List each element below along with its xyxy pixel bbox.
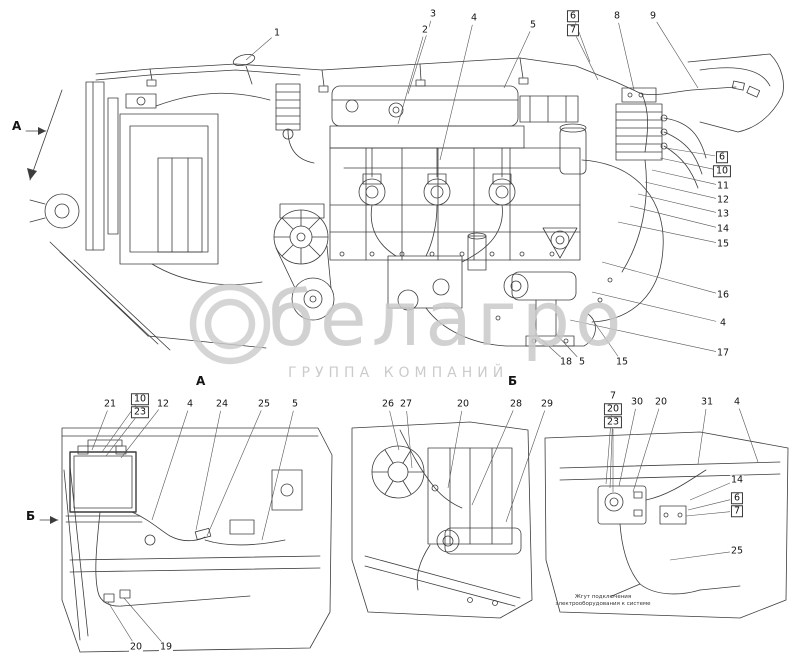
leader-line-1-0: [245, 37, 272, 61]
battery-cables: [95, 511, 286, 607]
starter-and-mount: [503, 159, 664, 347]
section-arrow-a: [25, 89, 63, 181]
caption-line-2: электрооборудования к системе: [555, 601, 651, 608]
leader-line-12-12: [644, 181, 717, 199]
leader-line-13-13: [637, 193, 717, 213]
leader-line-4-17: [591, 291, 717, 322]
caption-line-1: Жгут подключения: [574, 594, 632, 600]
leader-line-23-24: [105, 417, 136, 457]
leader-line-5-29: [261, 410, 294, 541]
leader-line-6-5: [575, 22, 591, 63]
right-fender: [687, 53, 784, 133]
leader-line-20-38: [609, 415, 614, 489]
leader-line-6-9: [665, 147, 716, 157]
air-intake-pipe: [275, 83, 315, 164]
wheel-hub: [29, 193, 80, 229]
detail-caption: Жгут подключения электрооборудования к с…: [555, 594, 651, 609]
leader-line-30-40: [618, 408, 636, 487]
leader-line-7-6: [575, 36, 599, 81]
leader-line-7-46: [685, 511, 731, 517]
leader-line-17-18: [569, 319, 717, 352]
leader-line-4-43: [739, 408, 759, 463]
leader-line-28-35: [471, 410, 514, 506]
compressor-pulley: [273, 203, 335, 321]
detail-view-right-switch: [544, 431, 789, 619]
detail-view-left-battery: [39, 427, 333, 653]
leader-line-19-31: [123, 597, 162, 642]
battery: [69, 439, 137, 513]
leader-line-25-47: [669, 551, 731, 561]
leader-line-29-36: [505, 410, 545, 523]
radiator-and-frame: [85, 81, 271, 285]
leader-line-15-15: [617, 221, 717, 243]
leader-line-14-44: [689, 482, 731, 501]
leader-line-27-33: [406, 410, 413, 469]
section-arrow-b: [39, 516, 59, 524]
wiring-harness-top: [95, 53, 761, 153]
fuel-pump: [370, 204, 503, 311]
leader-line-11-11: [651, 169, 717, 185]
leader-line-5-20: [555, 333, 578, 358]
leader-line-31-42: [697, 408, 707, 465]
leader-line-20-34: [447, 410, 463, 489]
view-arrow-label-b: Б: [26, 509, 36, 523]
leader-line-9-8: [656, 21, 699, 89]
leader-line-26-32: [389, 410, 400, 451]
leader-line-8-7: [618, 22, 635, 91]
starter-wires: [399, 429, 463, 509]
switch-wires: [611, 469, 741, 597]
leader-line-5-4: [503, 31, 531, 89]
leader-line-10-23: [101, 404, 137, 453]
oil-pan: [425, 277, 613, 347]
leader-line-6-45: [687, 499, 731, 511]
disconnect-switch: [597, 485, 647, 525]
starter-motor: [436, 527, 522, 555]
fuel-filter: [559, 123, 587, 175]
leader-line-10-10: [659, 157, 716, 170]
under-main-label-b: Б: [508, 374, 518, 388]
leader-line-3-2: [407, 20, 432, 95]
under-main-label-a: А: [196, 374, 206, 388]
leader-line-25-28: [206, 410, 262, 537]
leader-line-4-26: [151, 410, 189, 521]
leader-line-16-16: [601, 261, 717, 294]
leader-line-20-30: [107, 601, 133, 642]
engine-block: [329, 147, 581, 261]
leader-line-18-19: [541, 339, 562, 358]
view-arrow-label-a: А: [12, 119, 22, 133]
generator-unit: [615, 87, 707, 273]
leader-line-20-41: [632, 408, 660, 493]
leader-line-21-22: [91, 410, 108, 451]
leader-line-14-14: [629, 205, 717, 228]
leader-line-2-1: [397, 36, 424, 125]
detail-view-middle-starter: [351, 421, 533, 619]
leader-line-4-3: [439, 24, 473, 161]
leader-line-12-25: [120, 409, 159, 459]
leader-line-24-27: [195, 410, 221, 531]
leader-line-15-21: [593, 321, 619, 357]
